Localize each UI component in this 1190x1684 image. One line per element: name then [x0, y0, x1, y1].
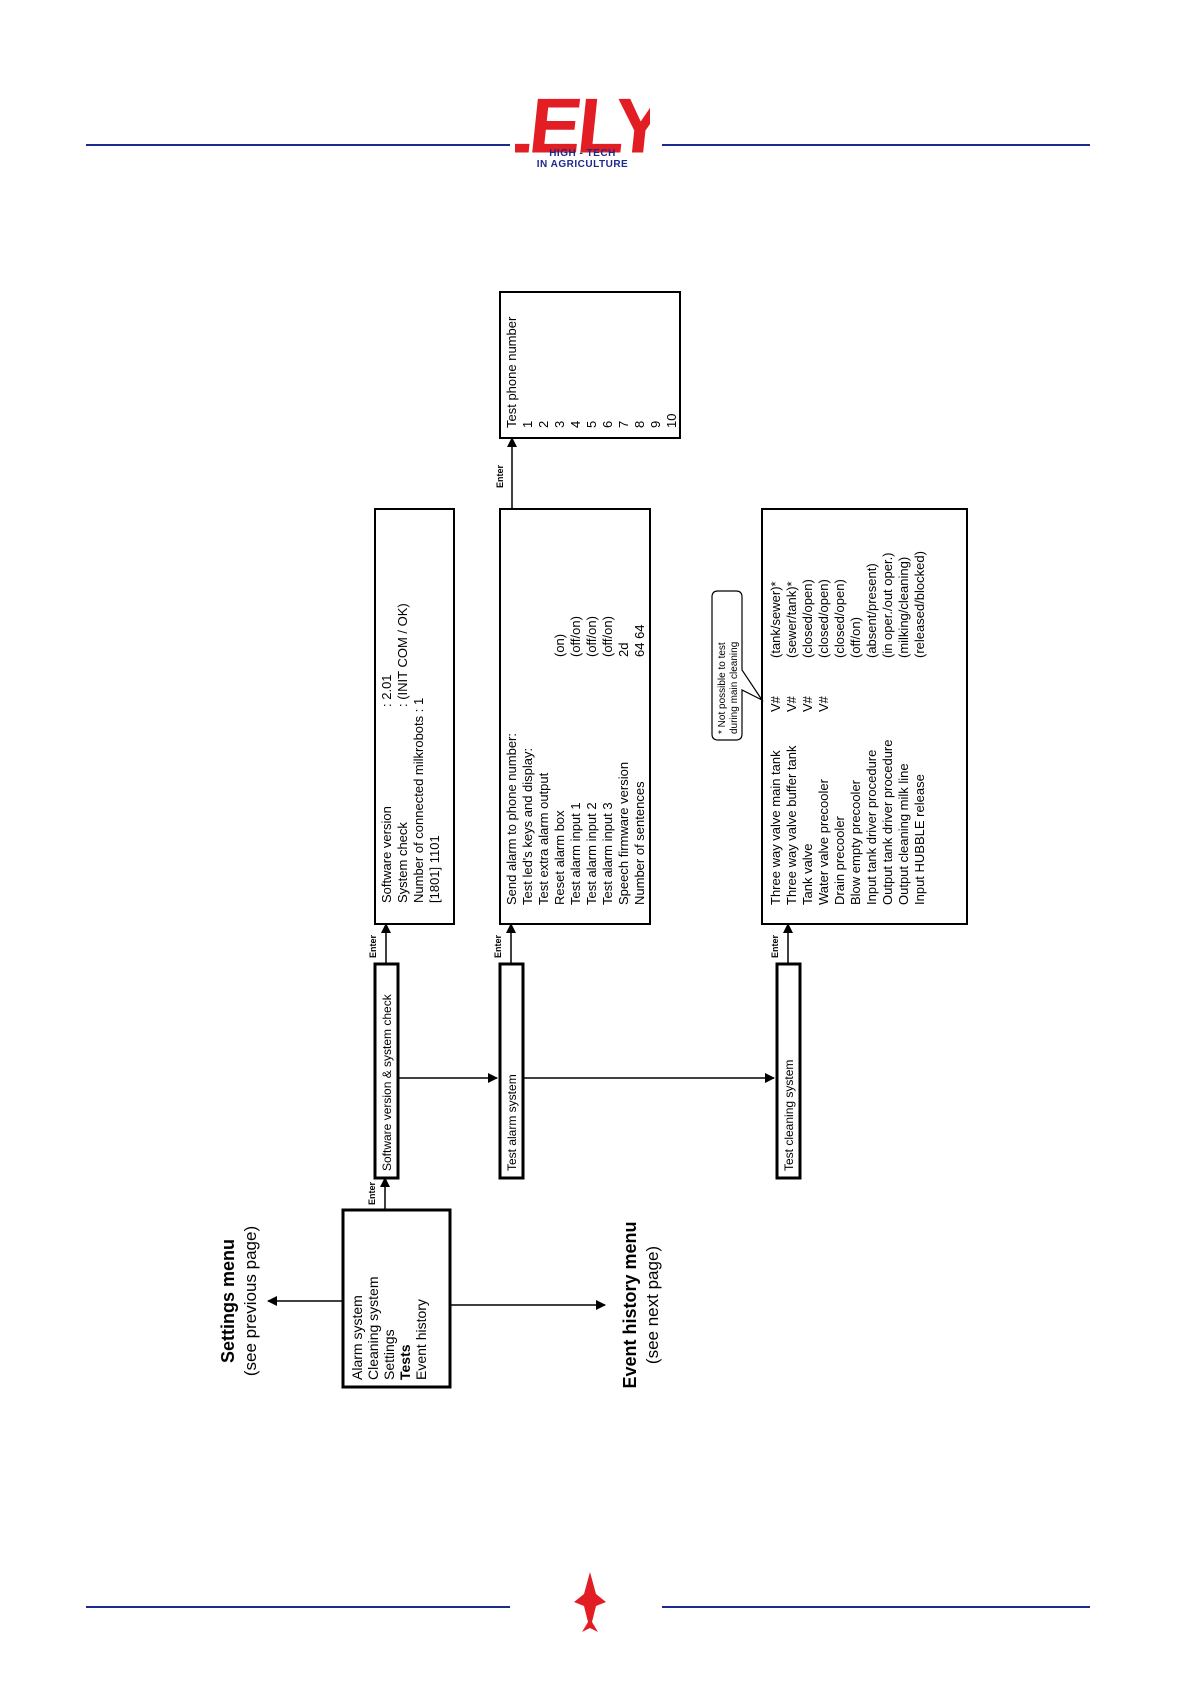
phone-number[interactable]: 9: [648, 421, 663, 428]
cleaning-code: V#: [768, 695, 783, 712]
phone-number[interactable]: 1: [520, 421, 535, 428]
phone-test-title: Test phone number: [504, 316, 519, 428]
phone-number[interactable]: 3: [552, 421, 567, 428]
alarm-menu-label: Test alarm system: [505, 1074, 519, 1171]
event-history-title: Event history menu: [620, 1221, 640, 1388]
phone-number[interactable]: 6: [600, 421, 615, 428]
cleaning-line: Input HUBBLE release: [912, 774, 927, 905]
cleaning-line: Output cleaning milk line: [896, 763, 911, 905]
tagline-line1: HIGH - TECH: [549, 148, 616, 159]
tagline-line2: IN AGRICULTURE: [536, 159, 629, 170]
alarm-value: 64 64: [632, 624, 647, 657]
cleaning-line: Output tank driver procedure: [880, 740, 895, 905]
alarm-line: Reset alarm box: [552, 810, 567, 905]
alarm-detail-box: [499, 508, 651, 925]
software-value-version: : 2.01: [379, 674, 394, 707]
phone-number[interactable]: 5: [584, 421, 599, 428]
phone-test-lines: Test phone number 1 2 3 4 5 6 7 8 9 10: [504, 316, 679, 428]
callout-note: * Not possible to test during main clean…: [711, 590, 764, 741]
cleaning-state: (released/blocked): [912, 551, 927, 658]
alarm-value: (off/on): [568, 616, 583, 657]
software-value-check: : (INIT COM / OK): [395, 603, 410, 707]
enter-label-alarm: Enter: [493, 934, 503, 958]
settings-menu-link[interactable]: Settings menu (see previous page): [218, 1226, 260, 1376]
phone-number[interactable]: 2: [536, 421, 551, 428]
callout-line1: * Not possible to test: [717, 642, 728, 734]
alarm-detail-lines: Send alarm to phone number: Test led's k…: [504, 616, 647, 905]
alarm-line: Test alarm input 1: [568, 802, 583, 905]
main-menu-item-tests[interactable]: Tests: [397, 1344, 413, 1380]
enter-label-cleaning: Enter: [770, 934, 780, 958]
cleaning-line: Blow empty precooler: [848, 779, 863, 905]
cleaning-state: (sewer/tank)*: [784, 581, 799, 658]
settings-menu-sub: (see previous page): [241, 1226, 260, 1376]
software-detail-box: [374, 508, 455, 925]
main-menu-list: Alarm system Cleaning system Settings Te…: [349, 1277, 429, 1381]
cleaning-state: (absent/present): [864, 563, 879, 658]
cleaning-line: Drain precooler: [832, 815, 847, 905]
event-history-sub: (see next page): [643, 1246, 662, 1364]
software-detail-lines: Software version System check Number of …: [379, 603, 442, 903]
cleaning-line: Three way valve buffer tank: [784, 745, 799, 905]
cleaning-state: (milking/cleaning): [896, 557, 911, 658]
alarm-line: Test alarm input 3: [600, 802, 615, 905]
logo-brand: LELY: [515, 82, 650, 170]
alarm-line: Test led's keys and display:: [520, 748, 535, 905]
main-menu-item-alarm[interactable]: Alarm system: [349, 1295, 365, 1380]
software-line: [1801] 1101: [427, 835, 442, 903]
header-rule-right: [662, 144, 1090, 146]
cleaning-state: (closed/open): [800, 579, 815, 658]
footer-rule-right: [662, 1606, 1090, 1608]
phone-number[interactable]: 8: [632, 421, 647, 428]
alarm-line: Speech firmware version: [616, 762, 631, 905]
cleaning-code: V#: [816, 695, 831, 712]
alarm-value: (off/on): [600, 616, 615, 657]
software-line: Software version: [379, 806, 394, 903]
settings-menu-title: Settings menu: [218, 1239, 238, 1363]
cleaning-state: (tank/sewer)*: [768, 581, 783, 658]
cleaning-code: V#: [784, 695, 799, 712]
main-menu-item-settings[interactable]: Settings: [381, 1329, 397, 1380]
logo-tagline: HIGH - TECH IN AGRICULTURE: [515, 148, 650, 170]
alarm-value: (off/on): [584, 616, 599, 657]
alarm-line: Test extra alarm output: [536, 772, 551, 905]
cleaning-line: Water valve precooler: [816, 778, 831, 905]
phone-test-box: [499, 291, 681, 439]
lely-fleur-icon: [574, 1572, 606, 1632]
cleaning-code: V#: [800, 695, 815, 712]
cleaning-state: (closed/open): [832, 579, 847, 658]
software-menu-label: Software version & system check: [380, 993, 394, 1171]
cleaning-line: Tank valve: [800, 844, 815, 905]
callout-line2: during main cleaning: [729, 642, 740, 734]
phone-number[interactable]: 10: [664, 414, 679, 428]
cleaning-state: (in oper./out oper.): [880, 552, 895, 658]
phone-number[interactable]: 7: [616, 421, 631, 428]
lely-logo: LELY: [515, 82, 650, 170]
cleaning-state: (closed/open): [816, 579, 831, 658]
alarm-value: (on): [552, 634, 567, 657]
enter-label-main: Enter: [367, 1181, 377, 1205]
header-rule-left: [86, 144, 510, 146]
cleaning-state: (off/on): [848, 617, 863, 658]
alarm-value: 2d: [616, 643, 631, 657]
software-line: System check: [395, 822, 410, 903]
main-menu-item-cleaning[interactable]: Cleaning system: [365, 1277, 381, 1381]
footer-rule-left: [86, 1606, 510, 1608]
main-menu-item-event-history[interactable]: Event history: [413, 1299, 429, 1380]
cleaning-detail-lines: Three way valve main tank Three way valv…: [768, 551, 927, 905]
enter-label-phone: Enter: [495, 464, 505, 488]
enter-label-software: Enter: [368, 934, 378, 958]
phone-number[interactable]: 4: [568, 421, 583, 428]
event-history-menu-link[interactable]: Event history menu (see next page): [620, 1221, 662, 1388]
main-menu-box: [341, 1208, 452, 1389]
cleaning-detail-box: [761, 508, 968, 925]
alarm-line: Number of sentences: [632, 781, 647, 905]
alarm-line: Test alarm input 2: [584, 802, 599, 905]
cleaning-line: Three way valve main tank: [768, 750, 783, 905]
software-line: Number of connected milkrobots : 1: [411, 698, 426, 903]
cleaning-line: Input tank driver procedure: [864, 750, 879, 905]
cleaning-menu-label: Test cleaning system: [782, 1060, 796, 1171]
alarm-line: Send alarm to phone number:: [504, 733, 519, 905]
